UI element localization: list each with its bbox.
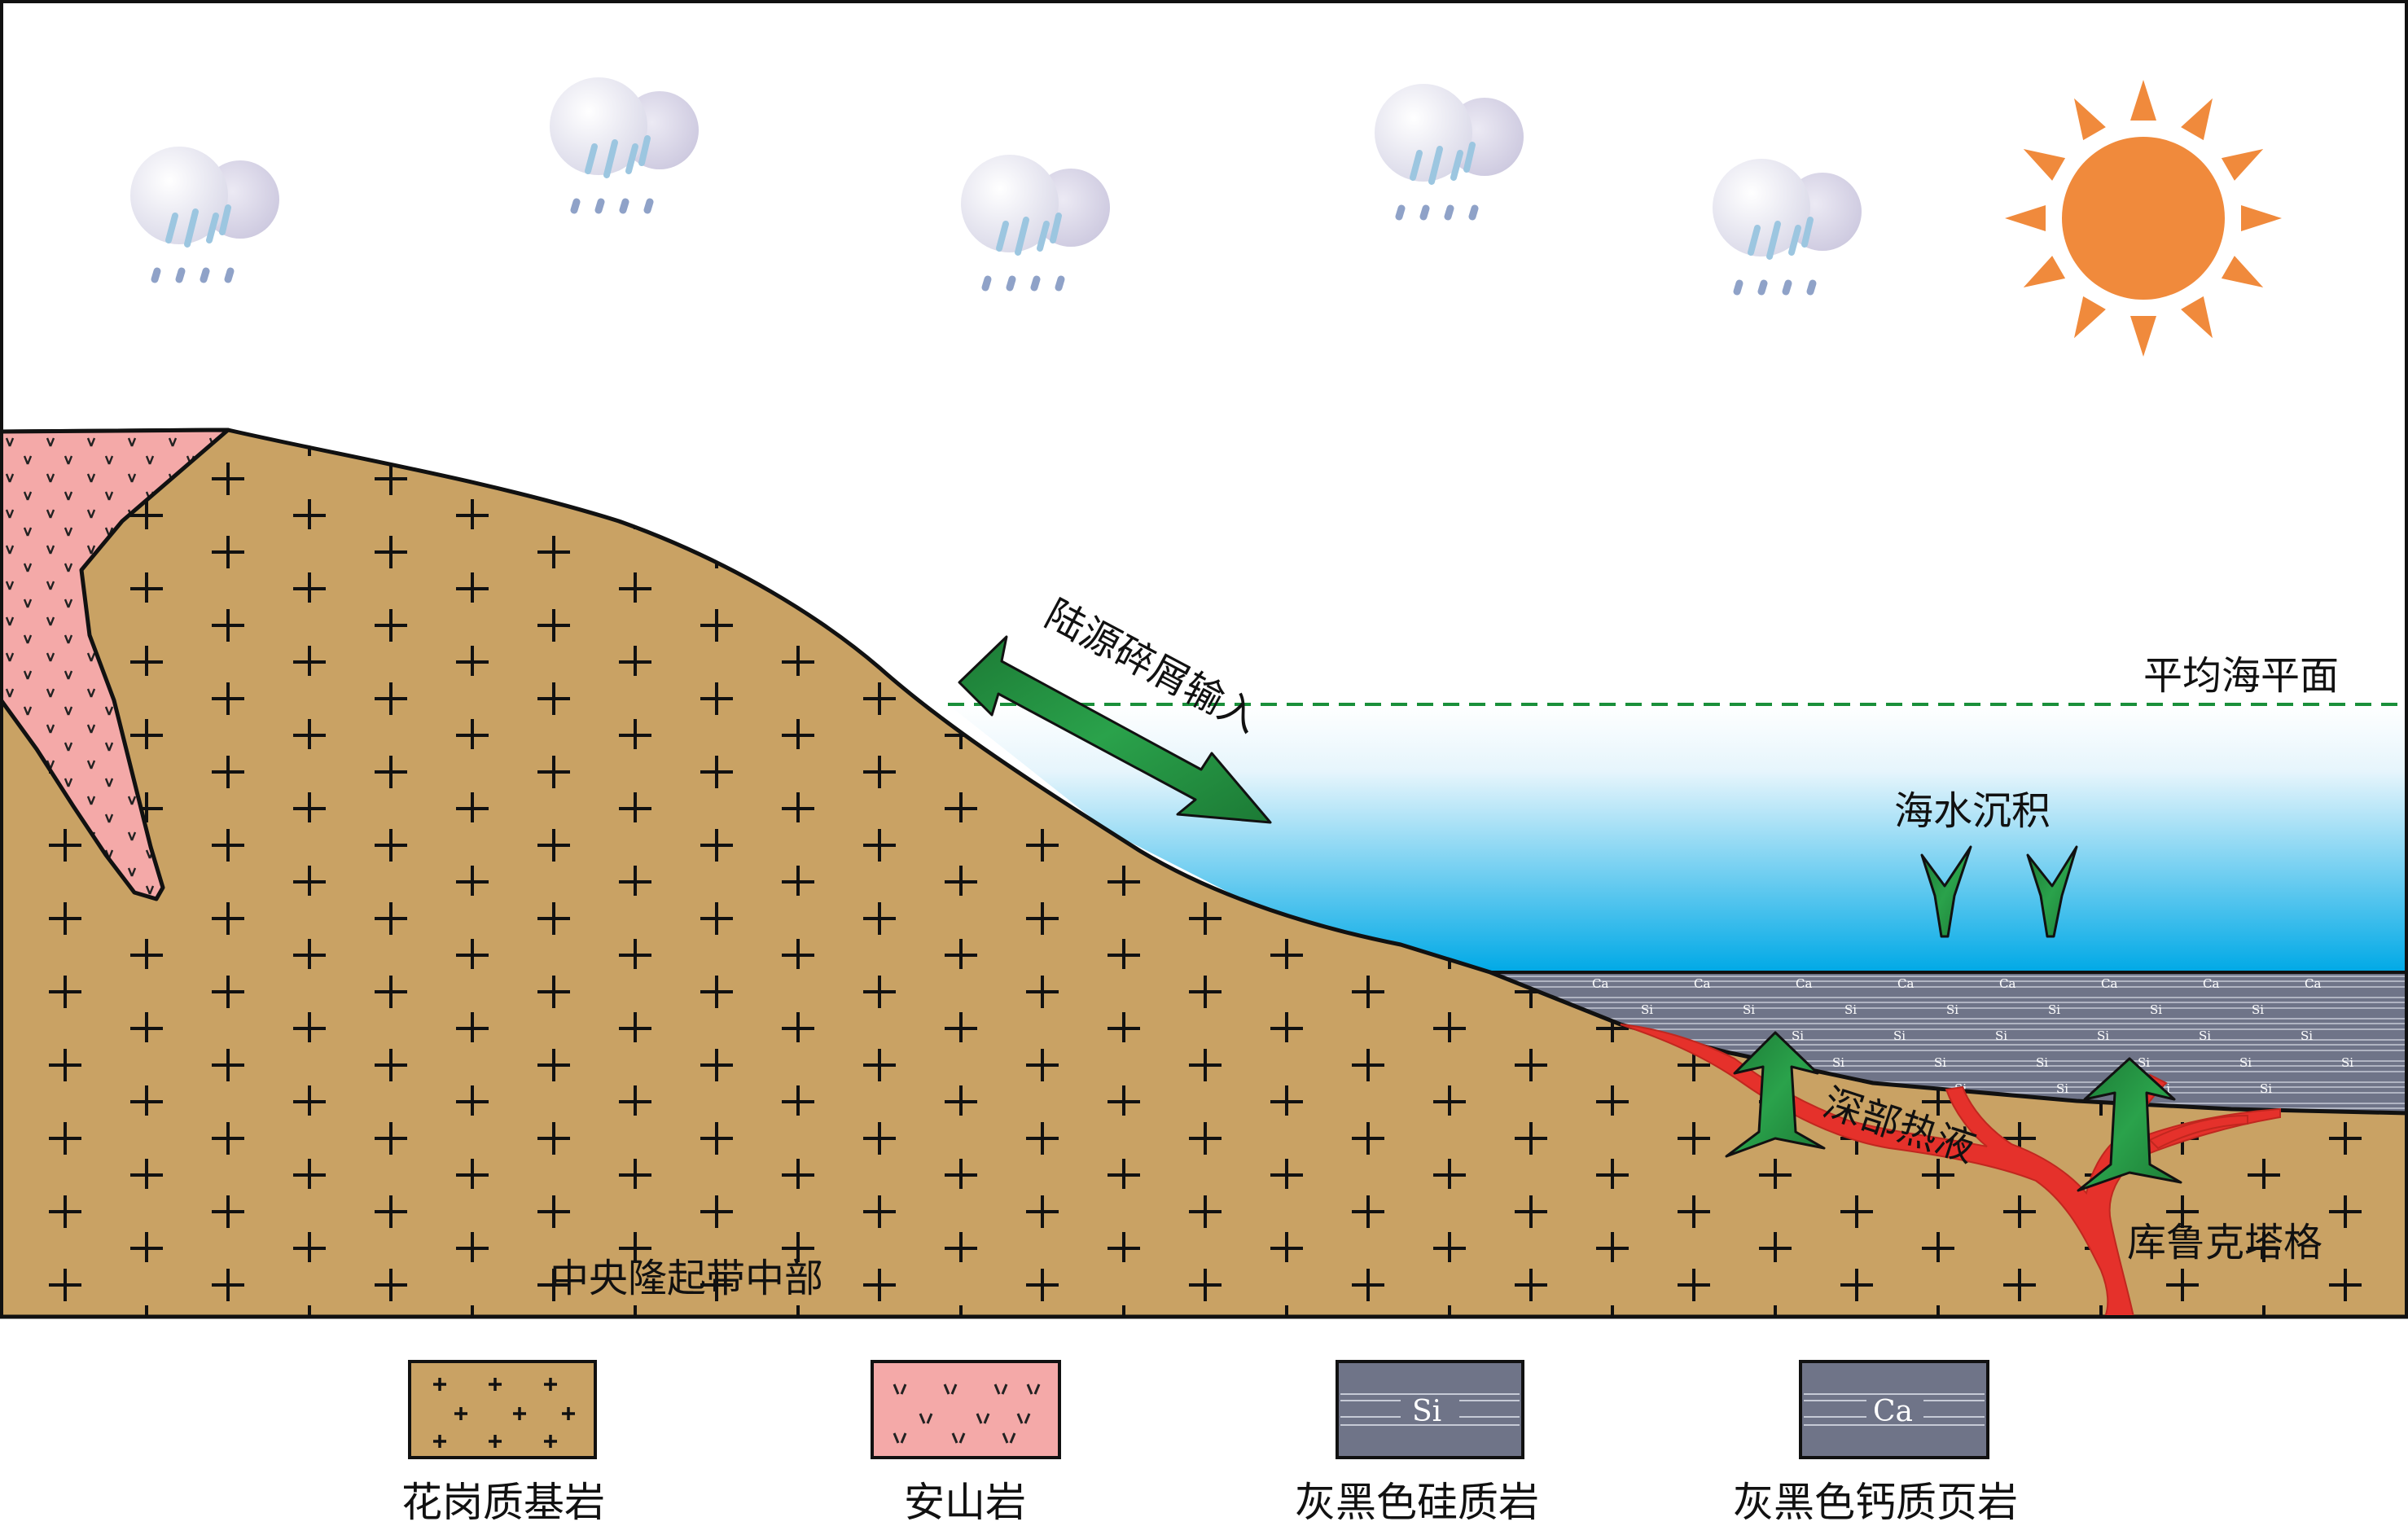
legend-label-siliceous: 灰黑色硅质岩	[1295, 1479, 1539, 1526]
sun-ray	[2023, 149, 2066, 181]
legend-item-granite: 花岗质基岩	[401, 1360, 605, 1526]
sun-ray	[2074, 98, 2106, 141]
legend-item-calcareous: Ca 灰黑色钙质页岩	[1733, 1360, 2018, 1526]
svg-text:Ca: Ca	[2101, 976, 2117, 991]
svg-text:Si: Si	[1792, 1028, 1804, 1043]
svg-text:Si: Si	[2341, 1055, 2353, 1070]
svg-text:Si: Si	[1995, 1028, 2007, 1043]
sun-ray	[2181, 296, 2213, 339]
legend: 花岗质基岩 安山岩 Si 灰黑色硅质岩 Ca 灰黑色钙质页岩	[401, 1360, 2018, 1526]
legend-swatch-calcareous	[1799, 1360, 1989, 1459]
svg-text:Ca: Ca	[1694, 976, 1710, 991]
svg-text:Ca: Ca	[1999, 976, 2015, 991]
svg-text:Si: Si	[1934, 1055, 1946, 1070]
sun-ray	[2074, 296, 2106, 339]
rain-clouds	[130, 77, 1862, 296]
svg-text:Si: Si	[2138, 1055, 2150, 1070]
sun-ray	[2005, 205, 2046, 231]
svg-text:Ca: Ca	[2305, 976, 2321, 991]
sun-icon	[2005, 80, 2282, 357]
sun-disk	[2062, 137, 2225, 300]
seawater-deposition-label: 海水沉积	[1894, 788, 2051, 834]
mean-sea-level-label: 平均海平面	[2143, 653, 2339, 699]
svg-text:Si: Si	[2301, 1028, 2313, 1043]
granite-basement	[0, 428, 2408, 1319]
andesite-v-icons	[893, 1383, 1041, 1444]
legend-item-andesite: 安山岩	[871, 1360, 1061, 1526]
svg-text:Si: Si	[1844, 1002, 1857, 1017]
sun-ray	[2221, 256, 2264, 287]
rain-cloud-icon	[961, 155, 1110, 292]
svg-text:Si: Si	[2056, 1081, 2068, 1096]
rain-cloud-icon	[550, 77, 699, 214]
svg-text:Ca: Ca	[1796, 976, 1812, 991]
svg-text:Si: Si	[2199, 1028, 2211, 1043]
kuruktag-label: 库鲁克塔格	[2127, 1220, 2322, 1265]
legend-label-calcareous: 灰黑色钙质页岩	[1733, 1479, 2018, 1526]
sun-ray	[2023, 256, 2066, 287]
svg-text:Si: Si	[2048, 1002, 2060, 1017]
svg-text:Si: Si	[2260, 1081, 2272, 1096]
svg-text:Si: Si	[2239, 1055, 2252, 1070]
legend-swatch-andesite	[871, 1360, 1061, 1459]
seawater-deposition-arrows	[1920, 845, 2078, 938]
diagram-frame	[0, 0, 2408, 1318]
legend-item-siliceous: Si 灰黑色硅质岩	[1295, 1360, 1539, 1526]
hydrothermal-arrows	[1725, 1031, 2182, 1192]
svg-text:Si: Si	[1641, 1002, 1653, 1017]
granite-plus-icons	[433, 1378, 575, 1448]
legend-mark-ca: Ca	[1873, 1395, 1913, 1428]
andesite-body	[0, 428, 230, 901]
svg-text:Si: Si	[1946, 1002, 1958, 1017]
rain-cloud-icon	[1713, 159, 1862, 296]
svg-text:Ca: Ca	[1897, 976, 1914, 991]
svg-text:Ca: Ca	[2203, 976, 2219, 991]
svg-text:Si: Si	[2097, 1028, 2109, 1043]
sun-ray	[2241, 205, 2282, 231]
legend-label-granite: 花岗质基岩	[401, 1479, 605, 1526]
sun-ray	[2221, 149, 2264, 181]
central-uplift-label: 中央隆起带中部	[550, 1256, 823, 1301]
svg-text:Si: Si	[1832, 1055, 1844, 1070]
rain-cloud-icon	[1375, 84, 1524, 221]
terrigenous-input-arrow	[958, 635, 1272, 824]
rain-cloud-icon	[130, 147, 279, 283]
svg-text:Si: Si	[2036, 1055, 2048, 1070]
svg-text:Si: Si	[1743, 1002, 1755, 1017]
sun-ray	[2130, 80, 2156, 121]
sun-ray	[2181, 98, 2213, 141]
legend-swatch-siliceous	[1336, 1360, 1524, 1459]
svg-text:Ca: Ca	[1592, 976, 1608, 991]
svg-text:Si: Si	[2252, 1002, 2264, 1017]
legend-mark-si: Si	[1412, 1395, 1441, 1428]
legend-label-andesite: 安山岩	[904, 1479, 1026, 1526]
sun-ray	[2130, 316, 2156, 357]
svg-text:Si: Si	[1893, 1028, 1906, 1043]
svg-text:Si: Si	[2150, 1002, 2162, 1017]
